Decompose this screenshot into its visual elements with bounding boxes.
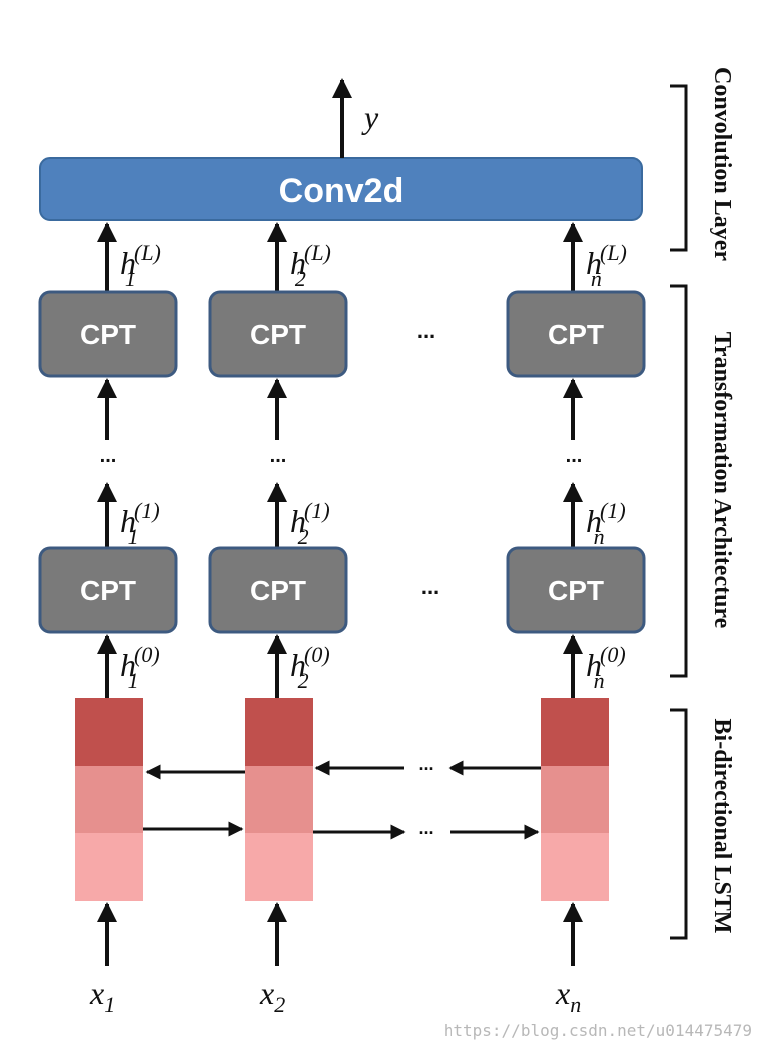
bilstm-bracket: [670, 708, 688, 940]
h-bottom-label-2: h(0)2: [290, 642, 330, 693]
input-label-n: xn: [555, 975, 581, 1017]
transformation-bracket: [670, 284, 688, 678]
input-label-2: x2: [259, 975, 285, 1017]
h-mid-label-1: h(1)1: [120, 498, 160, 549]
h-top-label-2: h(L)2: [290, 240, 331, 291]
lstm-forward-ellipsis: ...: [418, 818, 433, 838]
bilstm-label: Bi-directional LSTM: [709, 719, 735, 934]
lstm-backward-ellipsis: ...: [418, 754, 433, 774]
lstm-cell-2: [245, 698, 313, 901]
watermark-url: https://blog.csdn.net/u014475479: [444, 1021, 752, 1040]
cpt-bottom-row-ellipsis: ...: [421, 574, 439, 599]
cpt-top-n-label: CPT: [548, 319, 604, 350]
cpt-bottom-2-label: CPT: [250, 575, 306, 606]
cpt-top-row-ellipsis: ...: [417, 318, 435, 343]
cpt-bottom-n-label: CPT: [548, 575, 604, 606]
layer-ellipsis-n: ...: [566, 445, 583, 467]
h-bottom-label-1: h(0)1: [120, 642, 160, 693]
cpt-bottom-2: [208, 546, 348, 634]
lstm-cell-n: [541, 698, 609, 901]
output-label: y: [361, 99, 379, 135]
h-mid-label-2: h(1)2: [290, 498, 330, 549]
h-mid-label-n: h(1)n: [586, 498, 626, 549]
convolution-layer-label: Convolution Layer: [709, 67, 735, 261]
h-top-label-n: h(L)n: [586, 240, 627, 291]
layer-ellipsis-1: ...: [100, 445, 117, 467]
cpt-bottom-n: [506, 546, 646, 634]
cpt-top-1-label: CPT: [80, 319, 136, 350]
cpt-top-2-label: CPT: [250, 319, 306, 350]
layer-ellipsis-2: ...: [270, 445, 287, 467]
convolution-bracket: [670, 84, 688, 252]
cpt-top-1: [38, 290, 178, 378]
conv2d-label: Conv2d: [279, 172, 404, 210]
lstm-cell-1: [75, 698, 143, 901]
cpt-top-2: [208, 290, 348, 378]
h-top-label-1: h(L)1: [120, 240, 161, 291]
input-label-1: x1: [89, 975, 115, 1017]
transformation-architecture-label: Transformation Architecture: [709, 332, 735, 629]
cpt-bottom-1-label: CPT: [80, 575, 136, 606]
cpt-top-n: [506, 290, 646, 378]
h-bottom-label-n: h(0)n: [586, 642, 626, 693]
cpt-bottom-1: [38, 546, 178, 634]
